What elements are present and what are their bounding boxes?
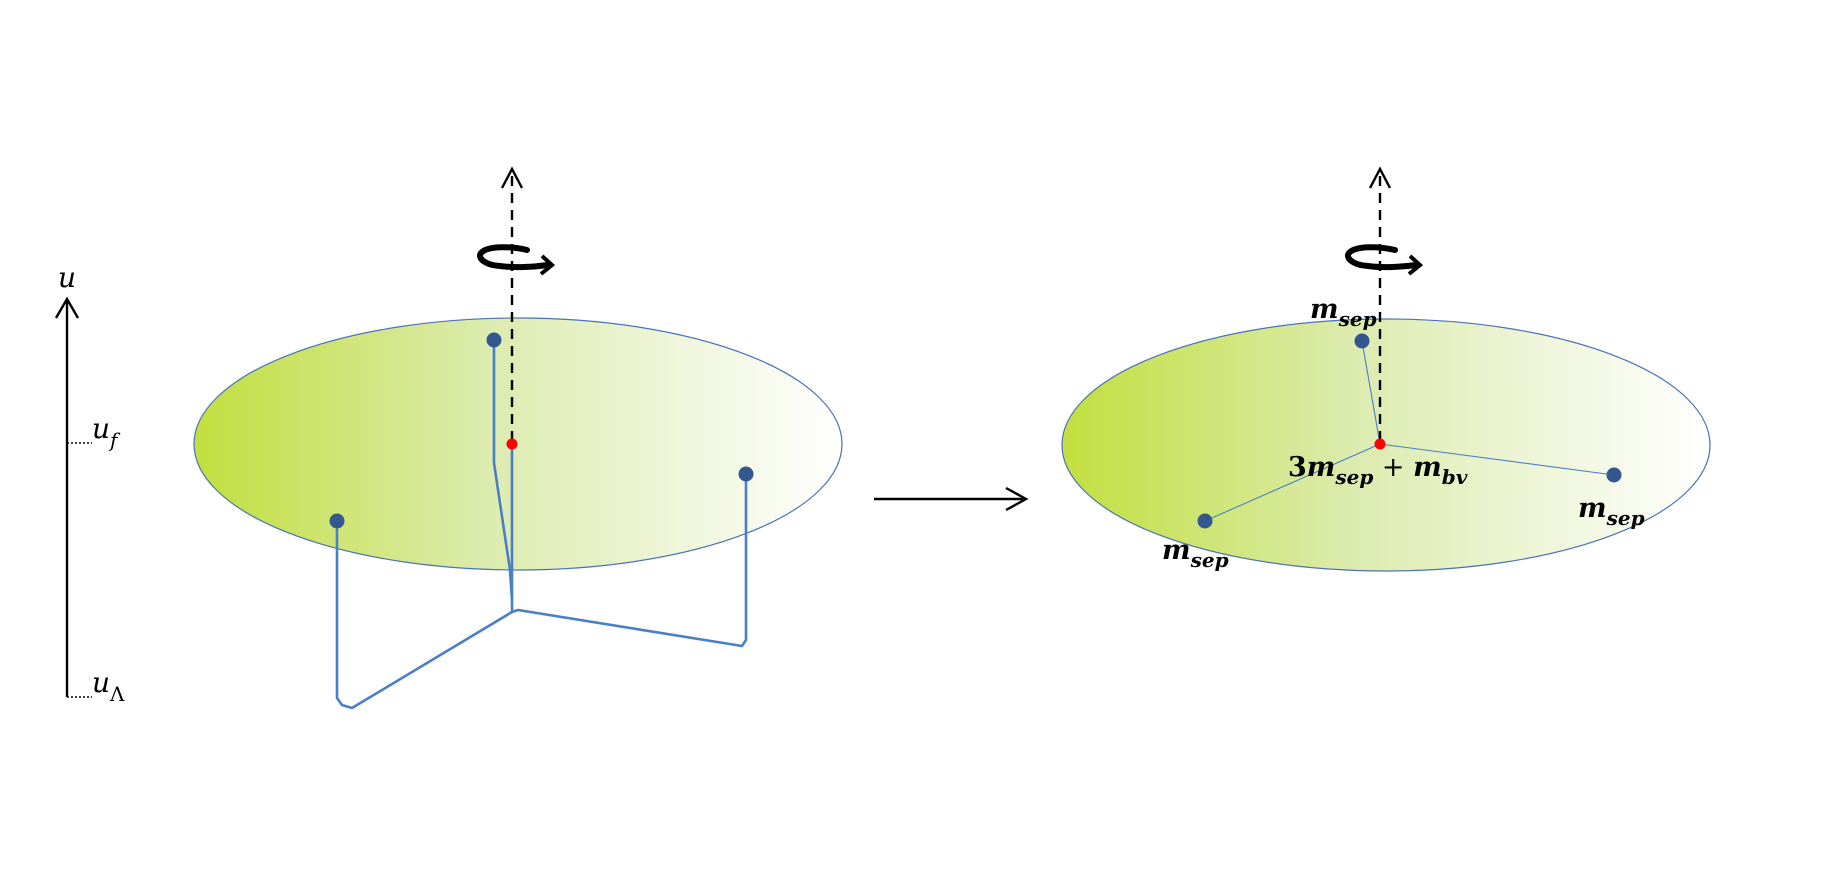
endpoint-left <box>1197 513 1213 529</box>
center-dot <box>506 438 518 450</box>
endpoint-left <box>329 513 345 529</box>
tick-uf-label: uf <box>92 412 121 452</box>
label-center-mass: 3msep + mbv <box>1288 452 1468 489</box>
label-top-msep: msep <box>1310 294 1377 331</box>
center-dot <box>1374 438 1386 450</box>
label-left-msep: msep <box>1162 535 1229 572</box>
string-right <box>511 474 748 648</box>
endpoint-top <box>486 332 502 348</box>
endpoint-top <box>1354 333 1370 349</box>
left-disk <box>193 317 843 571</box>
right-connections <box>1204 340 1615 522</box>
string-left <box>335 521 513 710</box>
u-axis-label: u <box>58 261 76 294</box>
u-axis-arrowhead-icon <box>54 296 80 319</box>
link-left <box>1204 443 1381 522</box>
link-right <box>1379 443 1615 476</box>
left-panel <box>193 166 843 710</box>
rotation-arrow-icon <box>1345 244 1424 276</box>
rotation-arrow-icon <box>477 244 556 276</box>
dashed-arrow-up-icon <box>1368 166 1392 189</box>
right-panel: msep 3msep + mbv msep msep <box>1061 166 1711 572</box>
tick-ulambda-label: uΛ <box>92 666 125 706</box>
left-strings <box>335 340 748 710</box>
link-top <box>1361 340 1381 445</box>
endpoint-right <box>738 466 754 482</box>
label-right-msep: msep <box>1578 493 1645 530</box>
dashed-arrow-up-icon <box>500 166 524 189</box>
right-arrow-icon <box>874 486 1029 512</box>
u-axis: u uf uΛ <box>54 261 125 706</box>
endpoint-right <box>1606 467 1622 483</box>
